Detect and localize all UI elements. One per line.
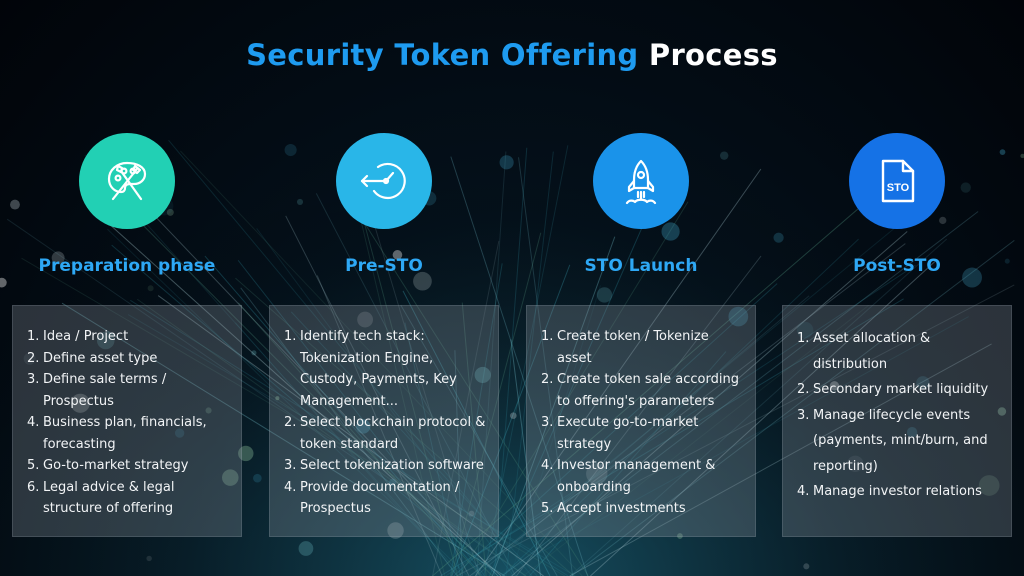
phase-title: Pre-STO [345,256,423,276]
list-item: Secondary market liquidity [797,377,989,402]
phase-steps-box: Create token / Tokenize asset Create tok… [526,305,756,537]
list-item: Asset allocation & distribution [797,326,931,372]
list-item: Accept investments [541,498,686,519]
rocket-icon [593,133,689,229]
phase-title: Preparation phase [38,256,216,276]
phase-title: STO Launch [584,256,698,276]
page-title: Security Token Offering Process [0,38,1024,72]
list-item: Manage lifecycle events (payments, mint/… [797,403,988,474]
list-item: Investor management & onboarding [541,455,716,495]
title-accent: Security Token Offering [246,38,639,72]
list-item: Legal advice & legal structure of offeri… [27,477,175,517]
list-item: Identify tech stack: Tokenization Engine… [284,326,457,409]
steps-list: Asset allocation & distribution Secondar… [797,326,999,505]
phase-steps-box: Identify tech stack: Tokenization Engine… [269,305,499,537]
sto-icon-label: STO [887,182,910,194]
list-item: Select blockchain protocol & token stand… [284,412,486,452]
list-item: Provide documentation / Prospectus [284,477,460,517]
list-item: Create token sale according to offering'… [541,369,739,409]
list-item: Define asset type [27,348,158,369]
list-item: Define sale terms / Prospectus [27,369,167,409]
list-item: Execute go-to-market strategy [541,412,699,452]
list-item: Go-to-market strategy [27,455,189,476]
list-item: Create token / Tokenize asset [541,326,709,366]
sto-document-icon: STO [849,133,945,229]
dial-arrow-icon [336,133,432,229]
list-item: Manage investor relations [797,479,982,504]
steps-list: Identify tech stack: Tokenization Engine… [284,326,486,520]
list-item: Business plan, financials, forecasting [27,412,207,452]
phase-title: Post-STO [853,256,941,276]
steps-list: Create token / Tokenize asset Create tok… [541,326,743,520]
title-plain: Process [648,38,778,72]
steps-list: Idea / Project Define asset type Define … [27,326,229,520]
palette-brushes-icon [79,133,175,229]
phase-steps-box: Idea / Project Define asset type Define … [12,305,242,537]
list-item: Select tokenization software [284,455,484,476]
phase-steps-box: Asset allocation & distribution Secondar… [782,305,1012,537]
list-item: Idea / Project [27,326,129,347]
